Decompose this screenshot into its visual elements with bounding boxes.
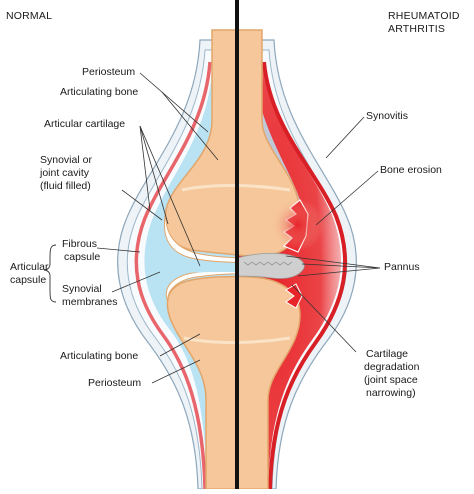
articular-capsule-brace	[43, 244, 57, 303]
label-synovial-cavity-1: Synovial or	[40, 154, 92, 166]
ra-half	[237, 29, 348, 489]
normal-half	[134, 29, 237, 489]
upper-bone-normal	[164, 29, 237, 256]
articular-cartilage-lower	[165, 268, 237, 303]
label-synovial-cavity-2: joint cavity	[40, 167, 90, 179]
epiphyseal-line-upper-ra	[237, 184, 291, 192]
upper-bone-ra	[237, 29, 301, 257]
pannus-texture	[243, 261, 293, 266]
label-cartilage-degradation-3: (joint space	[364, 374, 418, 386]
label-articulating-bone-top: Articulating bone	[60, 86, 139, 98]
epiphyseal-line-lower	[183, 336, 237, 344]
label-articular-capsule-1: Articular	[10, 261, 49, 273]
synovial-membrane-normal	[134, 61, 212, 489]
label-synovitis: Synovitis	[366, 110, 409, 122]
joint-space	[164, 262, 237, 274]
header-ra-line2: ARTHRITIS	[388, 23, 446, 35]
label-cartilage-degradation-4: narrowing)	[366, 387, 416, 399]
leader-lines-right	[285, 116, 381, 353]
label-articular-cartilage: Articular cartilage	[44, 118, 126, 130]
label-articulating-bone-bottom: Articulating bone	[60, 350, 139, 362]
pannus-tissue	[237, 252, 305, 279]
lower-bone-ra	[237, 275, 301, 489]
epiphyseal-line-upper	[181, 184, 237, 192]
label-fibrous-capsule-2: capsule	[64, 251, 101, 263]
erosion-glow	[272, 199, 324, 251]
synovial-membrane-ra	[262, 61, 348, 489]
label-synovial-membranes-1: Synovial	[62, 283, 102, 295]
label-articular-capsule-2: capsule	[10, 274, 47, 286]
header-normal: NORMAL	[6, 10, 53, 22]
label-cartilage-degradation-1: Cartilage	[366, 348, 409, 360]
header-ra-line1: RHEUMATOID	[388, 10, 460, 22]
epiphyseal-line-lower-ra	[237, 336, 291, 344]
lower-bone-normal	[166, 275, 237, 489]
articular-cartilage-upper	[164, 211, 237, 263]
label-bone-erosion: Bone erosion	[380, 164, 442, 176]
label-periosteum-top: Periosteum	[82, 66, 136, 78]
label-periosteum-bottom: Periosteum	[88, 377, 142, 389]
label-fibrous-capsule-1: Fibrous	[62, 238, 98, 250]
label-synovial-membranes-2: membranes	[62, 296, 118, 308]
leader-lines-left	[96, 72, 219, 384]
label-cartilage-degradation-2: degradation	[364, 361, 420, 373]
label-synovial-cavity-3: (fluid filled)	[40, 180, 91, 192]
label-pannus: Pannus	[384, 261, 420, 273]
